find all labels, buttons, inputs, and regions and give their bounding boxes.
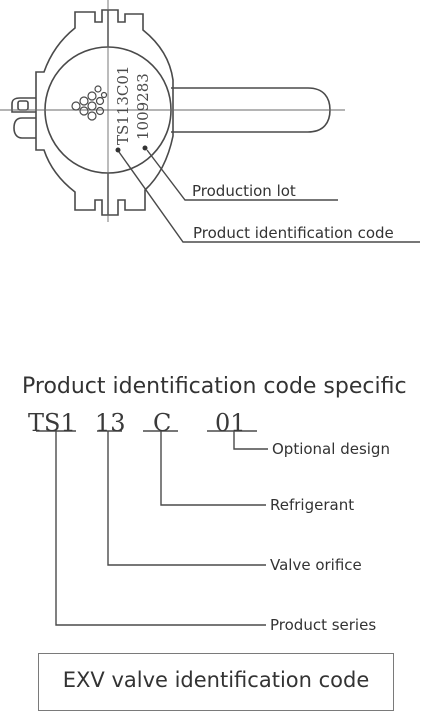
caption-text: EXV valve identification code xyxy=(62,668,370,692)
center-lines xyxy=(0,0,345,222)
left-tab-slot xyxy=(17,100,29,111)
label-optional-design: Optional design xyxy=(272,440,390,458)
code-part-orifice: 13 xyxy=(95,409,126,437)
engraved-lot-number: 1009283 xyxy=(134,73,152,140)
code-marker-dot xyxy=(115,147,121,153)
label-product-identification-code: Product identification code xyxy=(193,224,394,242)
valve-leader-lines xyxy=(118,149,420,243)
label-production-lot: Production lot xyxy=(192,182,296,200)
left-tab-upper xyxy=(11,97,36,113)
emblem-logo xyxy=(71,85,108,121)
valve-housing-outline xyxy=(35,9,174,216)
engraved-product-code: TS113C01 xyxy=(114,66,132,145)
breakdown-leader-lines xyxy=(55,431,268,626)
left-tab-lower xyxy=(13,117,36,139)
breakdown-heading: Product identification code specific xyxy=(22,374,407,399)
code-part-series: TS1 xyxy=(28,409,76,437)
lot-marker-dot xyxy=(142,145,148,151)
label-product-series: Product series xyxy=(270,616,377,634)
caption-box: EXV valve identification code xyxy=(38,653,394,711)
code-part-refrigerant: C xyxy=(153,409,172,437)
label-valve-orifice: Valve orifice xyxy=(270,556,362,574)
label-refrigerant: Refrigerant xyxy=(270,496,355,514)
code-part-design: 01 xyxy=(215,409,246,437)
